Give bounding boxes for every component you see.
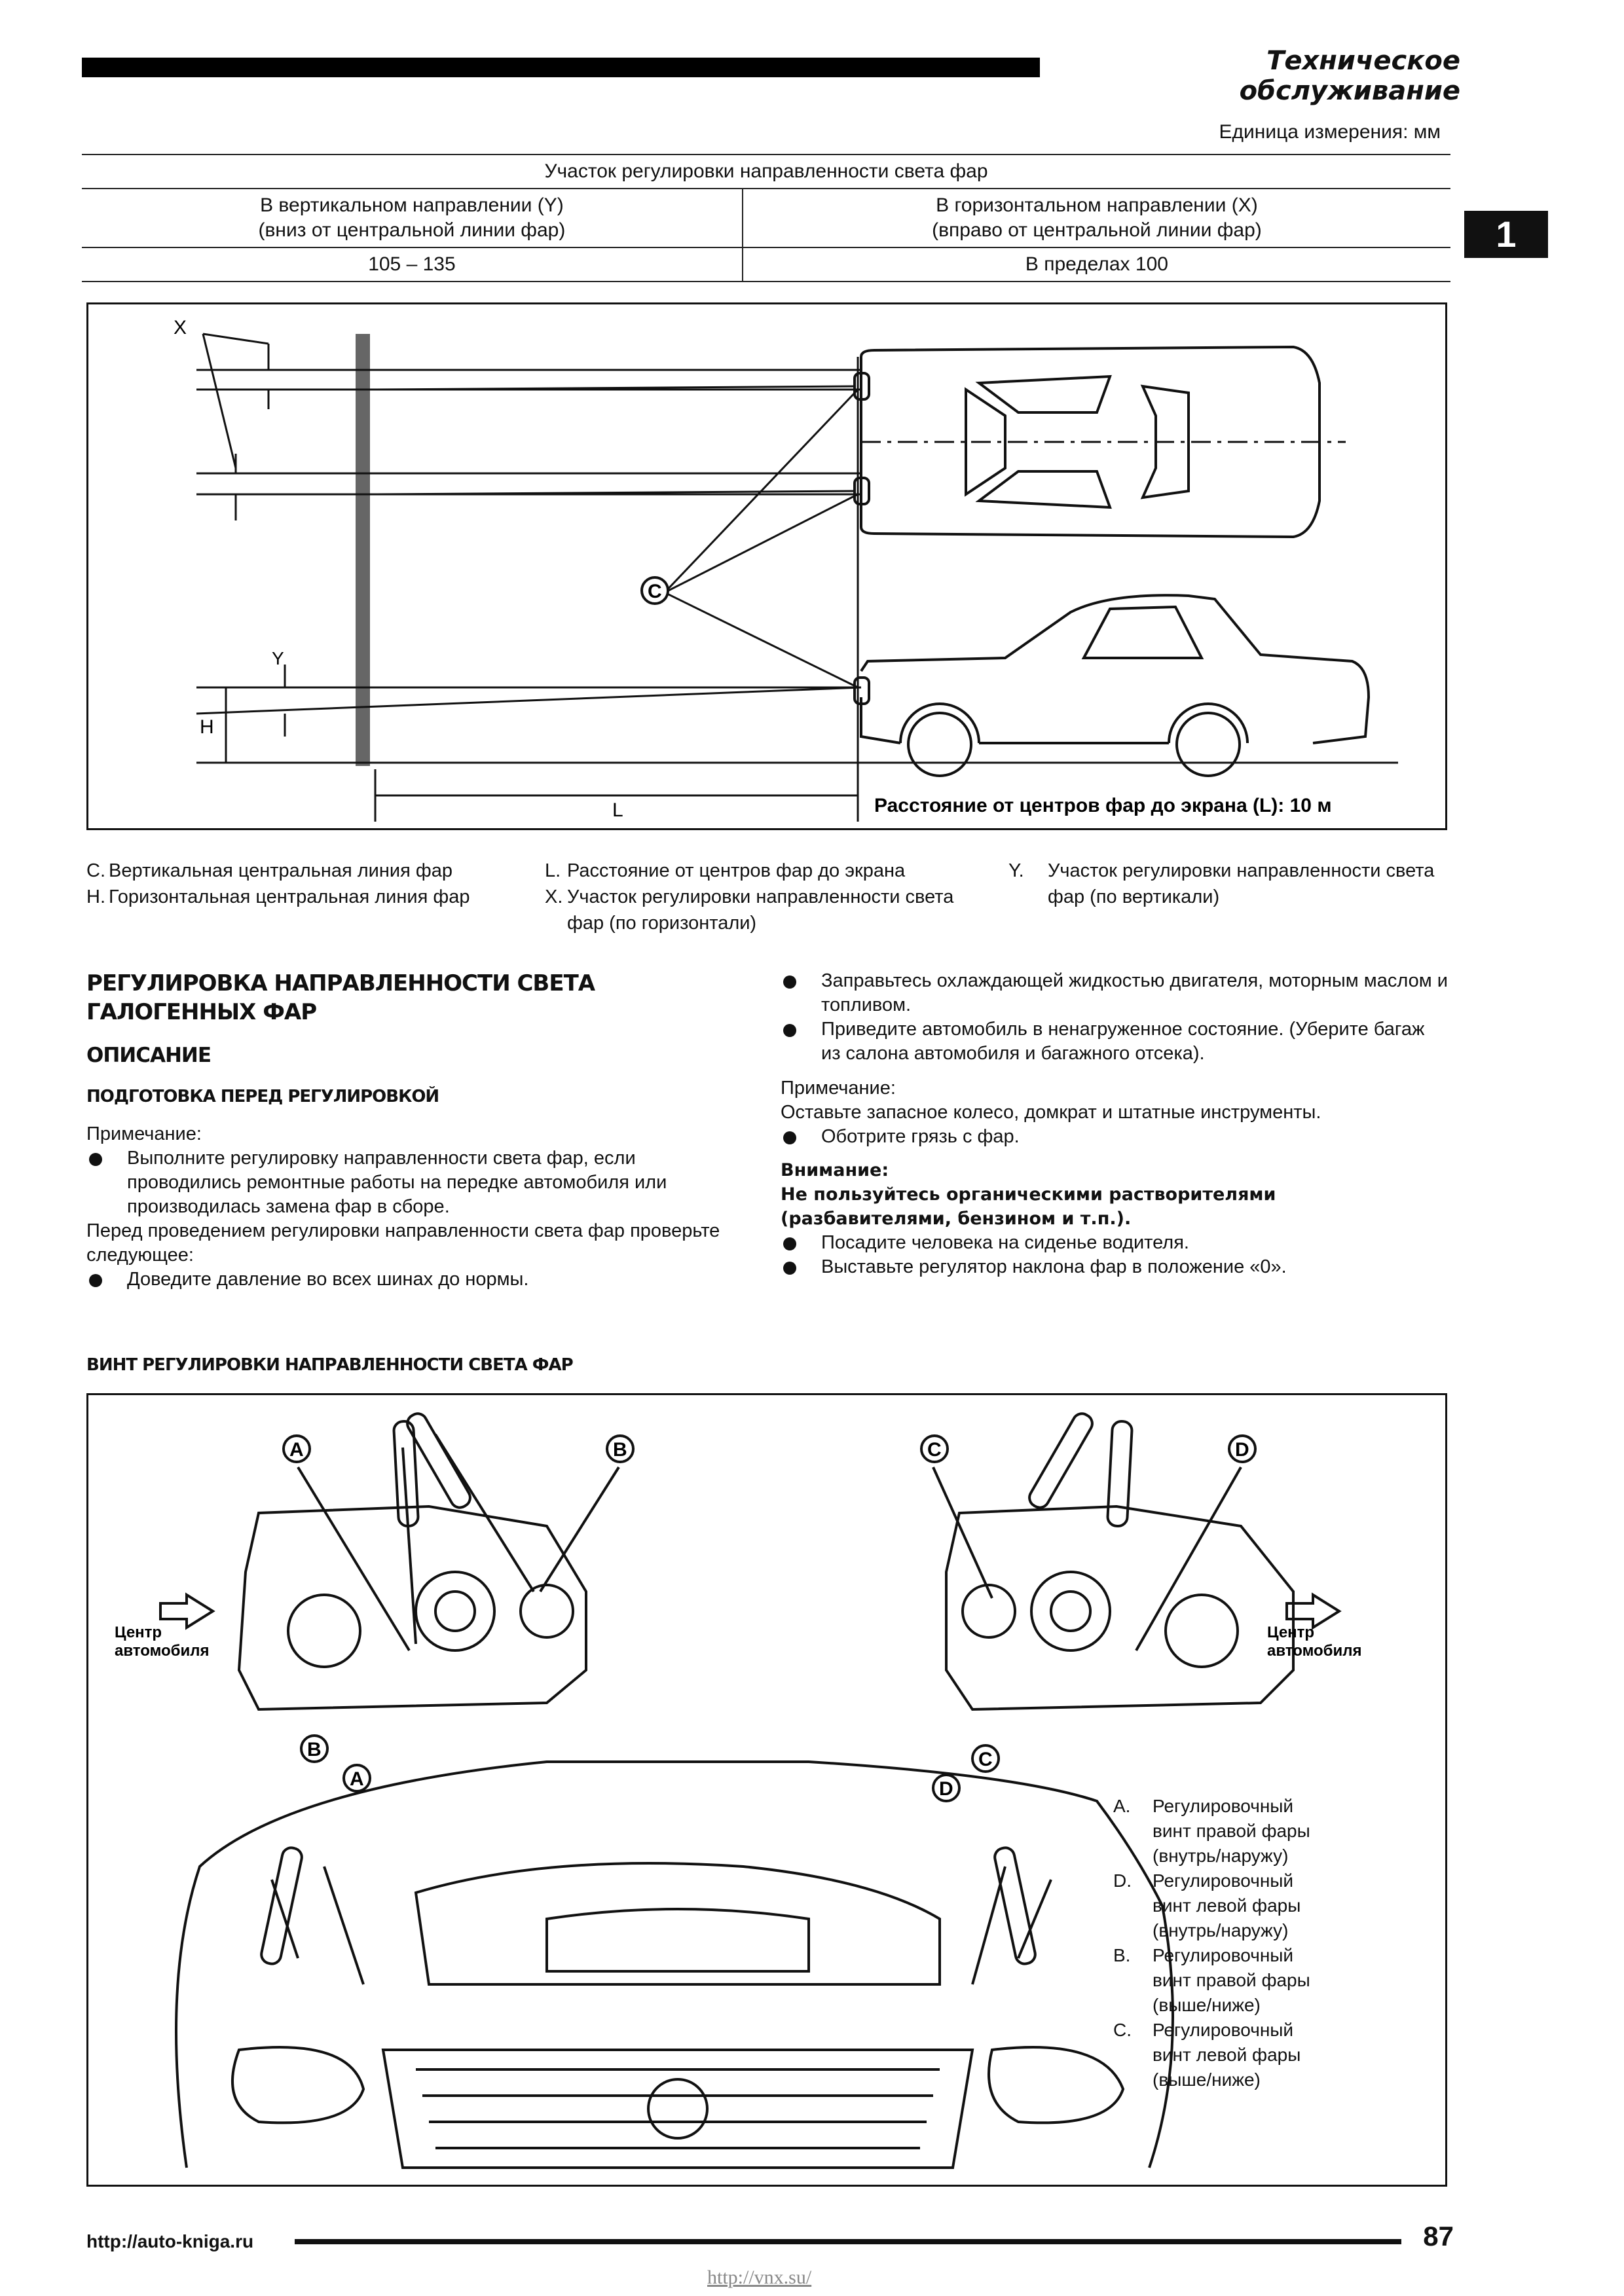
aiming-diagram-svg: X Y H L C Расстояние от центров фар до э…	[174, 317, 1398, 822]
table-value-vertical: 105 – 135	[82, 247, 743, 282]
fig1-label-y: Y	[272, 648, 284, 668]
footer-rule	[295, 2239, 1401, 2244]
header-bar	[82, 58, 1040, 77]
aiming-diagram: X Y H L C Расстояние от центров фар до э…	[86, 302, 1447, 830]
warning-title: Внимание:	[781, 1160, 889, 1180]
adjusting-screw-figure: A B C D B A D C Центр автомобиля Центр а…	[86, 1393, 1447, 2187]
left-column: РЕГУЛИРОВКА НАПРАВЛЕННОСТИ СВЕТА ГАЛОГЕН…	[86, 969, 748, 1292]
left-headlamp-drawing	[945, 1504, 1295, 1711]
center-arrow-left	[159, 1592, 215, 1630]
center-label-left-2: автомобиля	[115, 1642, 210, 1660]
legend-col-1: C.Вертикальная центральная линия фар H.Г…	[86, 860, 470, 907]
legend-col-3: Y.Участок регулировки направленности све…	[1008, 860, 1435, 907]
bullet-item: Выставьте регулятор наклона фар в положе…	[781, 1255, 1449, 1279]
callout-a-top: A	[289, 1439, 304, 1461]
center-label-right-1: Центр	[1267, 1624, 1314, 1641]
right-headlamp-drawing	[237, 1504, 587, 1711]
section-heading: РЕГУЛИРОВКА НАПРАВЛЕННОСТИ СВЕТА ГАЛОГЕН…	[86, 970, 595, 1025]
warning-text: Не пользуйтесь органическими растворител…	[781, 1184, 1276, 1229]
page-number: 87	[1423, 2221, 1454, 2251]
page-section-title: Техническое обслуживание	[1239, 46, 1460, 106]
table-value-horizontal: В пределах 100	[742, 247, 1450, 282]
chapter-tab: 1	[1464, 211, 1548, 258]
paragraph: Оставьте запасное колесо, домкрат и штат…	[781, 1102, 1321, 1123]
paragraph: Перед проведением регулировки направленн…	[86, 1220, 720, 1266]
table-title: Участок регулировки направленности света…	[82, 154, 1450, 189]
car-side-view	[853, 594, 1371, 777]
note-label: Примечание:	[781, 1078, 896, 1099]
bullet-item: Оботрите грязь с фар.	[781, 1125, 1449, 1149]
fig1-label-l: L	[612, 799, 623, 821]
center-label-left-1: Центр	[115, 1624, 162, 1641]
bullet-item: Приведите автомобиль в ненагруженное сос…	[781, 1017, 1449, 1066]
right-column: Заправьтесь охлаждающей жидкостью двигат…	[781, 969, 1449, 1279]
screen-wall	[356, 334, 370, 766]
callout-b-top: B	[613, 1439, 627, 1461]
center-arrow-right	[1285, 1592, 1342, 1630]
callout-c-bottom: C	[978, 1749, 993, 1770]
callout-b-bottom: B	[307, 1739, 322, 1760]
distance-caption: Расстояние от центров фар до экрана (L):…	[874, 795, 1332, 816]
adjustment-range-table: Участок регулировки направленности света…	[82, 154, 1450, 282]
bullet-item: Доведите давление во всех шинах до нормы…	[86, 1267, 748, 1292]
watermark-link[interactable]: http://vnx.su/	[707, 2267, 812, 2288]
fig1-label-x: X	[174, 317, 187, 338]
footer-url[interactable]: http://auto-kniga.ru	[86, 2231, 254, 2251]
callout-d-bottom: D	[939, 1778, 953, 1800]
bullet-item: Заправьтесь охлаждающей жидкостью двигат…	[781, 969, 1449, 1017]
table-header-vertical: В вертикальном направлении (Y)(вниз от ц…	[82, 189, 743, 248]
car-top-view	[853, 345, 1321, 539]
table-header-horizontal: В горизонтальном направлении (X)(вправо …	[742, 189, 1450, 248]
callout-c-top: C	[927, 1439, 942, 1461]
unit-label: Единица измерения: мм	[1219, 121, 1441, 143]
adjusting-screw-svg: A B C D B A D C Центр автомобиля Центр а…	[115, 1412, 1362, 2169]
fig1-label-c: C	[648, 581, 662, 602]
legend-col-2: L.Расстояние от центров фар до экрана X.…	[545, 860, 954, 934]
center-label-right-2: автомобиля	[1267, 1642, 1362, 1660]
section-subsubheading: ПОДГОТОВКА ПЕРЕД РЕГУЛИРОВКОЙ	[86, 1087, 439, 1106]
fig1-label-c-circle	[640, 576, 669, 605]
note-label: Примечание:	[86, 1123, 202, 1144]
bullet-item: Посадите человека на сиденье водителя.	[781, 1231, 1449, 1255]
figure2-title: ВИНТ РЕГУЛИРОВКИ НАПРАВЛЕННОСТИ СВЕТА ФА…	[86, 1355, 574, 1375]
section-subheading: ОПИСАНИЕ	[86, 1044, 212, 1067]
fig1-label-h: H	[200, 716, 214, 738]
callout-d-top: D	[1235, 1439, 1249, 1461]
vehicle-front-drawing	[175, 1760, 1174, 2168]
bullet-item: Выполните регулировку направленности све…	[86, 1146, 748, 1219]
callout-a-bottom: A	[350, 1768, 364, 1790]
